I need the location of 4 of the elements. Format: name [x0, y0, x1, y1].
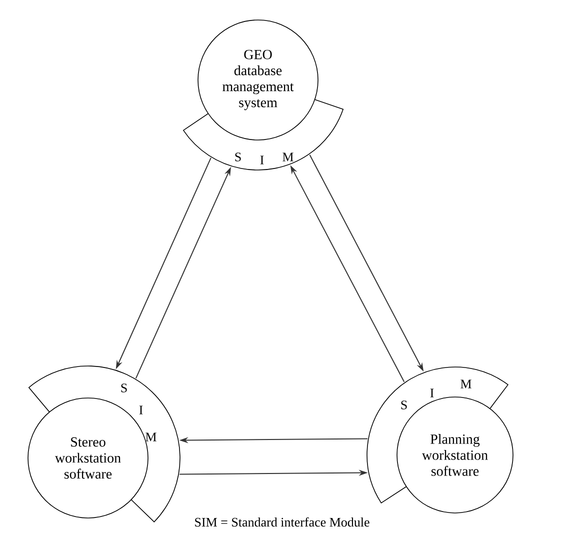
node-label: M [282, 152, 294, 162]
legend-note: SIM = Standard interface Module [195, 517, 370, 527]
node-label: S [235, 152, 241, 162]
node-label: I [260, 156, 264, 164]
